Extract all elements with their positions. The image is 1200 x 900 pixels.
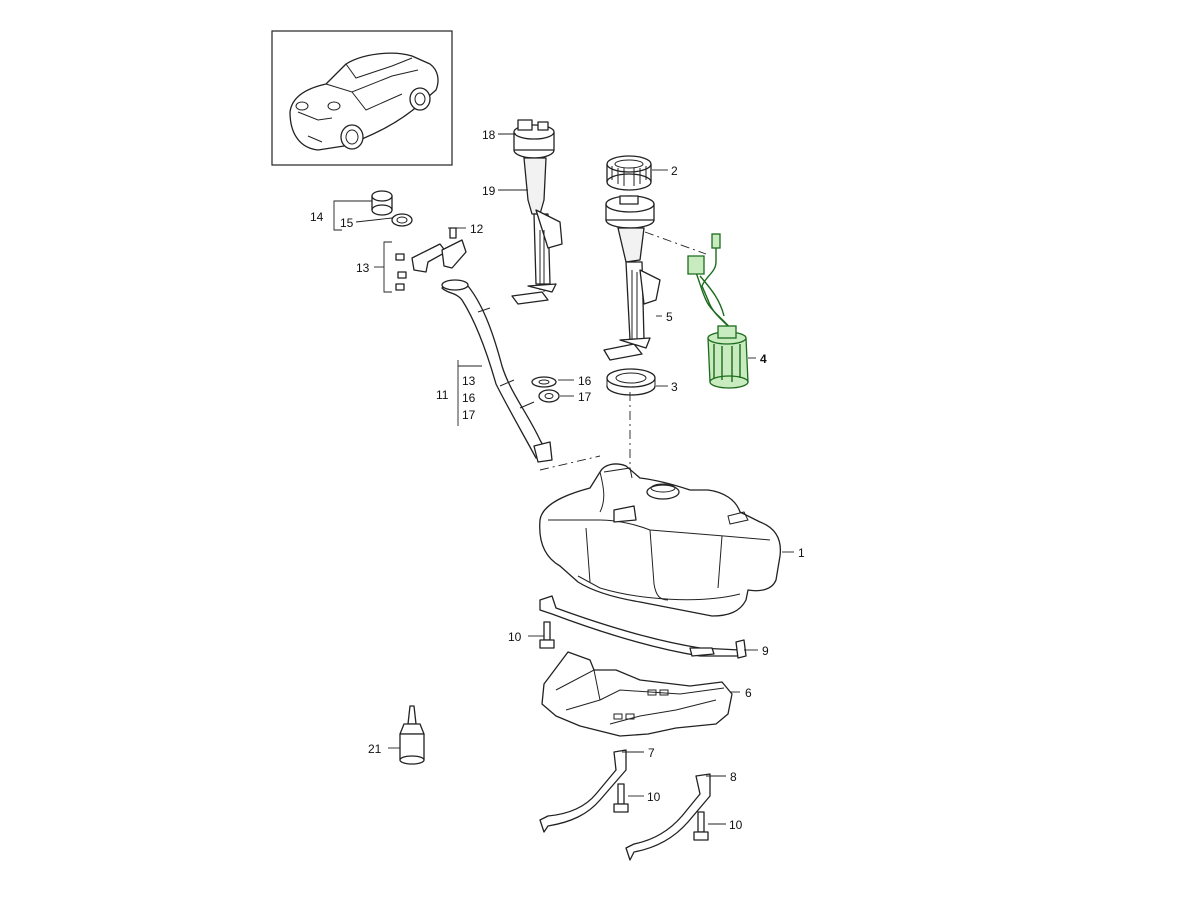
part-7-strap <box>539 749 627 833</box>
part-17-grommet <box>538 389 560 403</box>
part-10-bolt-a <box>539 621 555 649</box>
part-6-protection-plate <box>541 651 733 737</box>
callout-4: 4 <box>760 352 767 366</box>
callout-16: 16 <box>578 374 592 388</box>
part-15-seal <box>391 213 413 227</box>
part-2-lock-ring <box>606 155 652 191</box>
callout-10-c: 10 <box>729 818 743 832</box>
callout-5: 5 <box>666 310 673 324</box>
part-12-screw <box>448 227 458 239</box>
callout-11-sub-16: 16 <box>462 391 476 405</box>
part-16-seal <box>531 376 557 388</box>
part-8-strap <box>625 773 711 861</box>
callout-11-sub-17: 17 <box>462 408 476 422</box>
callout-18: 18 <box>482 128 496 142</box>
callout-11: 11 <box>436 388 449 402</box>
callout-11-sub-13: 13 <box>462 374 476 388</box>
callout-13: 13 <box>356 261 370 275</box>
part-10-bolt-c <box>693 811 709 841</box>
callout-1: 1 <box>798 546 805 560</box>
callout-19: 19 <box>482 184 496 198</box>
part-1-fuel-tank <box>539 463 782 617</box>
part-4-fuel-pump <box>687 233 749 389</box>
part-11-filler-pipe <box>441 279 553 463</box>
callout-2: 2 <box>671 164 678 178</box>
callout-12: 12 <box>470 222 484 236</box>
callout-9: 9 <box>762 644 769 658</box>
callout-6: 6 <box>745 686 752 700</box>
part-21-sealant-tube <box>399 705 425 765</box>
leader-lines <box>333 133 794 825</box>
part-10-bolt-b <box>613 783 629 813</box>
callout-3: 3 <box>671 380 678 394</box>
part-14-filler-cap <box>371 190 393 216</box>
part-9-tension-strap <box>539 595 747 659</box>
part-18-flange <box>513 119 555 159</box>
callout-17: 17 <box>578 390 592 404</box>
callout-21: 21 <box>368 742 382 756</box>
callout-14: 14 <box>310 210 324 224</box>
vehicle-thumbnail <box>271 30 453 166</box>
callout-10-b: 10 <box>647 790 661 804</box>
part-19-level-sender <box>511 157 563 305</box>
part-3-sealing-ring <box>606 368 656 396</box>
assembly-lines <box>539 231 707 471</box>
callout-10-a: 10 <box>508 630 522 644</box>
part-5-fuel-pump-unit <box>603 195 661 361</box>
callout-8: 8 <box>730 770 737 784</box>
callouts: 1 2 3 4 5 6 7 8 9 10 10 10 11 13 16 17 1… <box>310 128 805 832</box>
part-13-brackets <box>395 239 467 291</box>
callout-7: 7 <box>648 746 655 760</box>
callout-15: 15 <box>340 216 354 230</box>
